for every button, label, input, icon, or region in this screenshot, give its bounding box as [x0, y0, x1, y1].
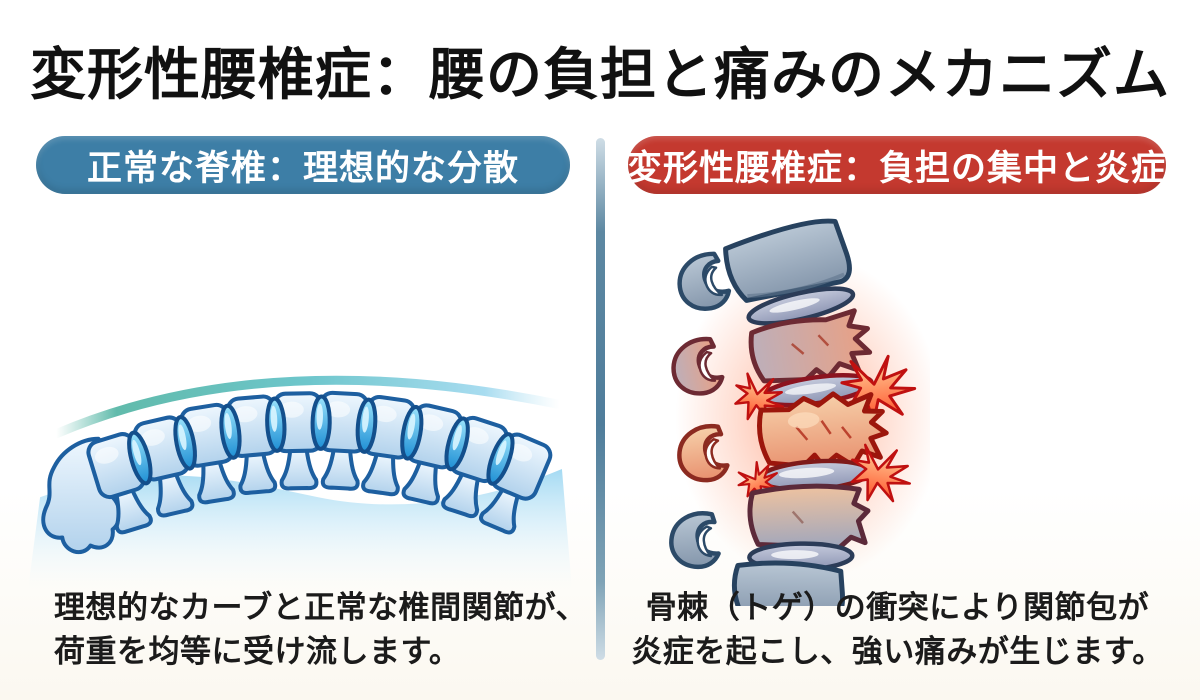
vertebra-upper-mid [748, 308, 873, 384]
caption-line: 理想的なカーブと正常な椎間関節が、 [54, 590, 588, 625]
caption-line: 荷重を均等に受け流します。 [54, 634, 461, 670]
degenerative-spine-badge: 変形性腰椎症：負担の集中と炎症 [627, 136, 1168, 194]
vertebra-top [723, 218, 852, 303]
caption-line: 炎症を起こし、強い痛みが生じます。 [631, 634, 1164, 670]
bone-spur-cluster [734, 372, 785, 422]
degenerative-spine-caption: 骨棘（トゲ）の衝突により関節包が 炎症を起こし、強い痛みが生じます。 [615, 586, 1180, 674]
panel-divider [596, 138, 605, 660]
normal-spine-badge: 正常な脊椎：理想的な分散 [36, 136, 570, 194]
degenerative-spine-illustration [669, 218, 930, 606]
degenerative-spine-badge-label: 変形性腰椎症：負担の集中と炎症 [627, 148, 1168, 188]
bone-spur-cluster [737, 461, 778, 500]
vertebra-lower-mid [747, 483, 871, 550]
normal-spine-illustration [28, 375, 572, 590]
bone-spur-cluster [850, 443, 911, 503]
normal-spine-caption: 理想的なカーブと正常な椎間関節が、 荷重を均等に受け流します。 [54, 586, 599, 674]
caption-line: 骨棘（トゲ）の衝突により関節包が [645, 590, 1150, 625]
vertebra-bottom [731, 560, 845, 606]
bone-spur-cluster [840, 354, 917, 424]
page-title: 変形性腰椎症：腰の負担と痛みのメカニズム [30, 43, 1170, 106]
normal-spine-badge-label: 正常な脊椎：理想的な分散 [86, 148, 519, 188]
ideal-curve-swoosh [51, 375, 565, 439]
